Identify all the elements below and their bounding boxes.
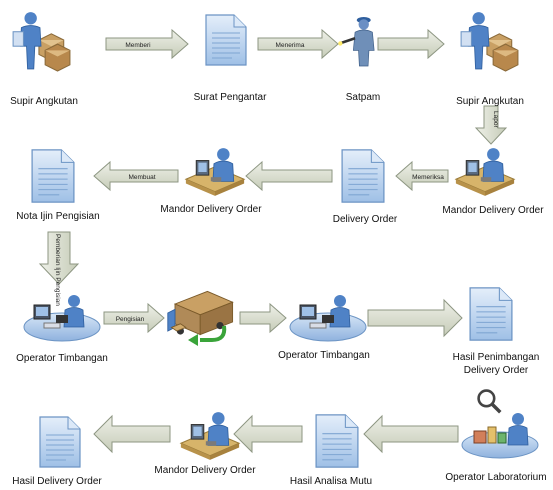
node-label-supir-angkutan: Supir Angkutan [10, 96, 78, 107]
node-label-supir-angkutan-2: Supir Angkutan [456, 96, 524, 107]
document-icon [39, 416, 81, 468]
arrow-memeriksa [395, 160, 449, 192]
courier-with-boxes-icon [12, 11, 71, 72]
arrow-label-membuat: Membuat [128, 174, 155, 181]
node-label-operator-laboratorium: Operator Laboratorium [445, 472, 546, 483]
arrow-label-pemberian: Pemberian Ijin Pengisian [54, 234, 61, 306]
arrow-to-mandor1 [245, 160, 333, 192]
arrow-label-memberi: Memberi [125, 42, 150, 49]
lab-operator-icon [461, 412, 539, 459]
arrow-to-supir2 [377, 28, 445, 60]
operator-workstation-icon [23, 294, 101, 342]
node-label-satpam: Satpam [346, 92, 380, 103]
node-label-surat-pengantar: Surat Pengantar [194, 92, 267, 103]
operator-workstation-icon [289, 294, 367, 342]
node-label-mandor-do-3: Mandor Delivery Order [154, 465, 256, 476]
node-label-nota-ijin: Nota Ijin Pengisian [16, 211, 99, 222]
document-icon [469, 287, 513, 341]
arrow-to-analisa [363, 414, 459, 454]
arrow-label-menerima: Menerima [276, 42, 305, 49]
green-arrow-head [188, 334, 198, 346]
worker-at-desk-icon [180, 411, 240, 461]
arrow-to-op2 [239, 302, 287, 334]
document-icon [315, 414, 359, 468]
security-guard-icon [336, 15, 376, 68]
document-icon [31, 149, 75, 203]
node-label-mandor-do-1: Mandor Delivery Order [160, 204, 262, 215]
arrow-label-pengisian: Pengisian [116, 316, 145, 323]
arrow-to-hasil-do [93, 414, 171, 454]
node-label-operator-timbangan-1: Operator Timbangan [16, 353, 108, 364]
node-label-hasil-analisa-mutu: Hasil Analisa Mutu [290, 476, 372, 487]
document-icon [341, 149, 385, 203]
arrow-pemberian-ijin [38, 231, 80, 285]
node-label-hasil-do: Hasil Delivery Order [12, 476, 102, 487]
arrow-to-mandor3 [233, 414, 303, 454]
document-icon [205, 14, 247, 66]
arrow-label-lapor: Lapor [492, 111, 499, 128]
node-label-operator-timbangan-2: Operator Timbangan [278, 350, 370, 361]
arrow-memberi [105, 28, 189, 60]
courier-with-boxes-icon [460, 11, 519, 72]
arrow-menerima [257, 28, 339, 60]
worker-at-desk-icon [185, 147, 245, 197]
green-curved-arrow [200, 325, 227, 342]
node-label-delivery-order: Delivery Order [333, 214, 398, 225]
arrow-membuat [93, 160, 179, 192]
node-label-hasil-penimbangan-line2: Delivery Order [464, 365, 529, 376]
arrow-to-hasil-penimbangan [367, 298, 463, 338]
node-label-mandor-do-2: Mandor Delivery Order [442, 205, 544, 216]
node-label-hasil-penimbangan: Hasil Penimbangan [453, 352, 540, 363]
arrow-pengisian [103, 302, 165, 334]
worker-at-desk-icon [455, 147, 515, 197]
magnifier-icon [476, 388, 502, 414]
arrow-lapor [474, 105, 508, 145]
arrow-label-memeriksa: Memeriksa [412, 174, 444, 181]
